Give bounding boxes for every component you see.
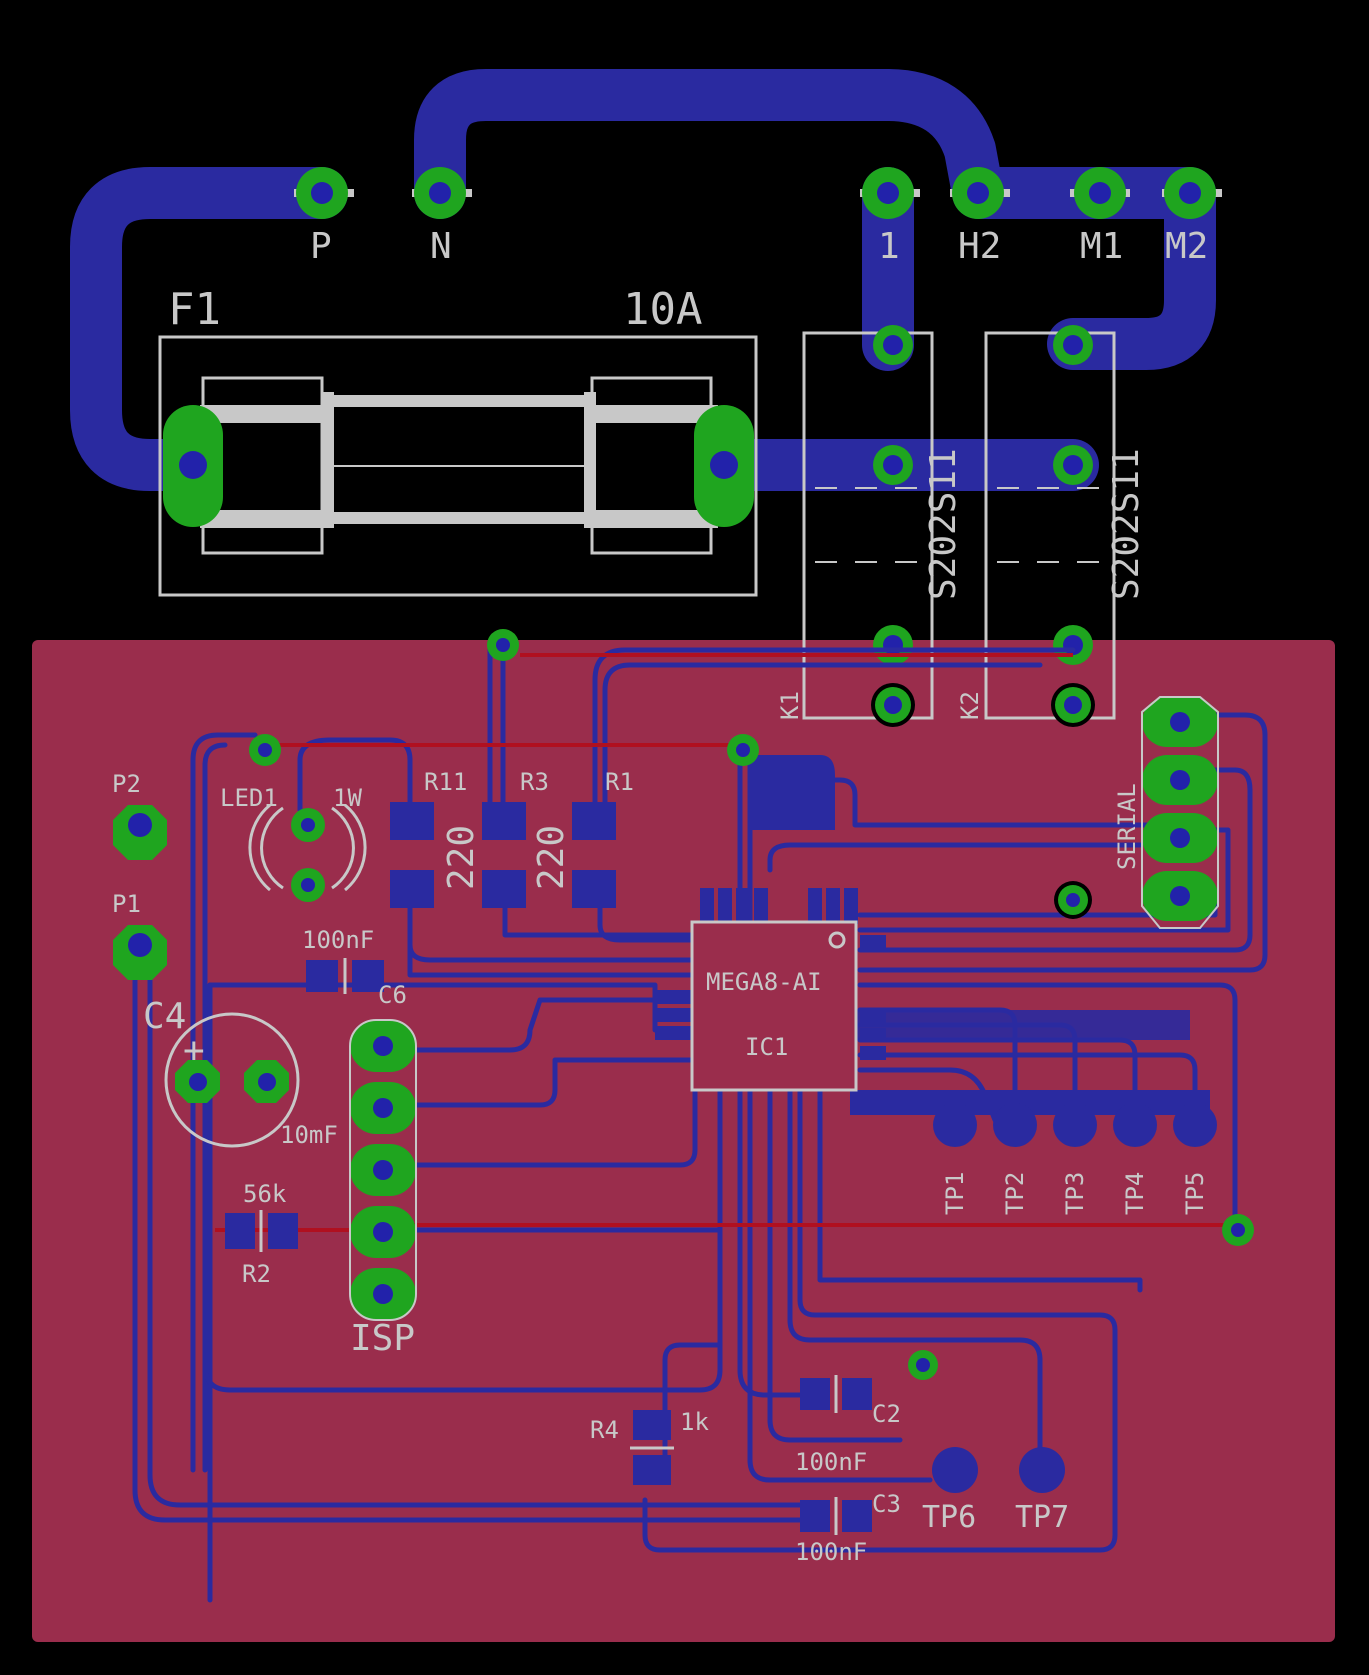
testpoint-tp7: TP7 (1015, 1500, 1069, 1535)
resistor-r4-designator: R4 (590, 1416, 619, 1444)
relay-k2 (984, 325, 1116, 727)
ground-pour-top (750, 755, 835, 830)
capacitor-c4-designator: C4 (143, 996, 186, 1037)
serial-header (1141, 696, 1219, 929)
resistor-r2-value: 56k (243, 1180, 287, 1208)
resistor-array (390, 802, 616, 908)
test-points-top (933, 1103, 1217, 1147)
capacitor-c2 (800, 1375, 872, 1413)
resistor-r4 (630, 1410, 674, 1485)
capacitor-c6-designator: C6 (378, 981, 407, 1009)
ic1-designator: IC1 (745, 1033, 788, 1061)
resistor-r11-value: 220 (441, 825, 482, 890)
capacitor-c2-designator: C2 (872, 1400, 901, 1428)
led1 (248, 803, 367, 902)
capacitor-c3-value: 100nF (795, 1538, 867, 1566)
testpoint-tp6: TP6 (922, 1500, 976, 1535)
terminal-pads (294, 167, 1222, 219)
relay2-part: S202S11 (1106, 448, 1147, 600)
resistor-r2 (225, 1210, 298, 1252)
resistor-r2-designator: R2 (242, 1260, 271, 1288)
ic1-part: MEGA8-AI (706, 968, 822, 996)
ground-pour-mid (850, 1010, 1190, 1040)
capacitor-c3 (800, 1497, 872, 1535)
pad-label-p1: P1 (112, 890, 141, 918)
relay1-part: S202S11 (923, 448, 964, 600)
resistor-r3-value: 220 (531, 825, 572, 890)
resistor-r3: R3 (520, 768, 549, 796)
terminal-label-h2: H2 (958, 226, 1001, 267)
terminal-label-p: P (310, 226, 332, 267)
fuse-designator: F1 (168, 284, 221, 335)
relay2-designator: K2 (956, 691, 984, 720)
testpoint-tp1: TP1 (941, 1172, 969, 1215)
signal-traces (132, 642, 1268, 1603)
capacitor-c6-value: 100nF (302, 926, 374, 954)
capacitor-c4 (164, 1012, 300, 1148)
testpoint-tp4: TP4 (1121, 1172, 1149, 1215)
microcontroller-ic1 (655, 888, 886, 1092)
terminal-label-m1: M1 (1080, 226, 1123, 267)
fuse-f1 (158, 335, 758, 597)
serial-label: SERIAL (1113, 783, 1141, 870)
power-input-pads (113, 805, 167, 980)
isp-label: ISP (350, 1318, 415, 1359)
terminal-label-m2: M2 (1165, 226, 1208, 267)
relay1-designator: K1 (776, 691, 804, 720)
vias (249, 629, 1254, 1380)
resistor-r11: R11 (424, 768, 467, 796)
capacitor-c3-designator: C3 (872, 1490, 901, 1518)
led-designator: LED1 (220, 784, 278, 812)
led-power-rating: 1W (333, 784, 362, 812)
resistor-r4-value: 1k (680, 1408, 709, 1436)
isp-header (349, 1019, 417, 1321)
capacitor-c4-value: 10mF (280, 1121, 338, 1149)
capacitor-c6 (306, 958, 384, 994)
pad-label-p2: P2 (112, 770, 141, 798)
testpoint-tp3: TP3 (1061, 1172, 1089, 1215)
terminal-label-1: 1 (878, 226, 900, 267)
test-points-bottom (932, 1447, 1065, 1493)
resistor-r1: R1 (605, 768, 634, 796)
capacitor-c4-polarity: + (183, 1030, 205, 1071)
testpoint-tp5: TP5 (1181, 1172, 1209, 1215)
testpoint-tp2: TP2 (1001, 1172, 1029, 1215)
capacitor-c2-value: 100nF (795, 1448, 867, 1476)
fuse-rating: 10A (623, 284, 702, 335)
terminal-label-n: N (430, 226, 452, 267)
